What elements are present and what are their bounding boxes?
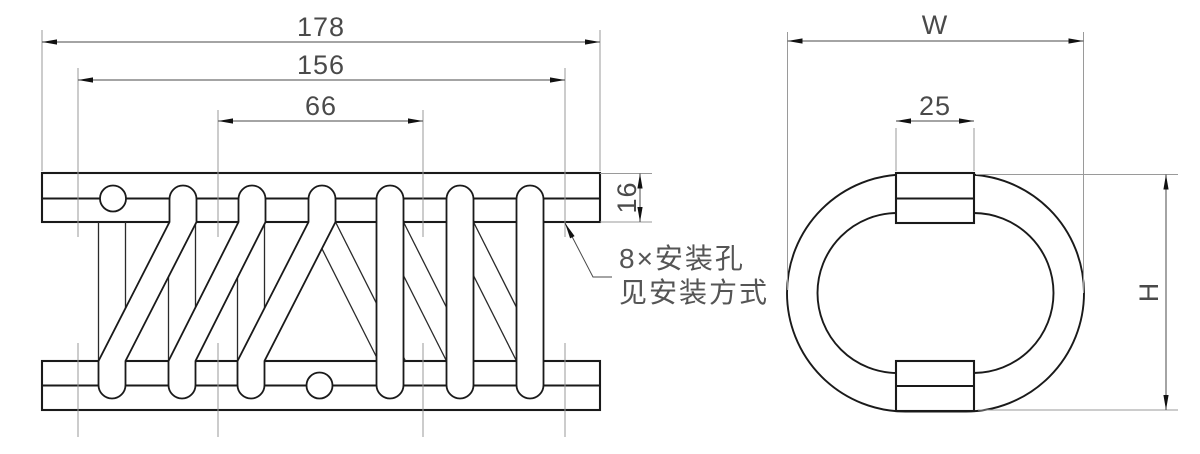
coil-strand-2 <box>167 184 267 400</box>
dim-178-label: 178 <box>297 12 345 42</box>
dimension-w: W <box>787 10 1084 293</box>
cable-ring-inner <box>816 212 1055 374</box>
dim-66-label: 66 <box>305 91 337 121</box>
dimension-66: 66 <box>218 91 423 124</box>
mounting-hole-bottom <box>305 371 334 400</box>
extension-lines-front <box>41 30 601 437</box>
dim-16-label: 16 <box>612 181 642 213</box>
dimension-156: 156 <box>78 50 565 83</box>
bottom-clamp-bar <box>894 359 976 413</box>
coil-strand-4 <box>375 184 405 400</box>
dim-25-label: 25 <box>919 91 951 121</box>
coil-strand-3 <box>236 184 337 400</box>
dim-156-label: 156 <box>297 50 345 80</box>
coil-strand-1 <box>97 184 198 400</box>
front-cable-strands <box>97 184 545 400</box>
leader-mounting-holes: 8×安装孔 见安装方式 <box>564 222 769 308</box>
leader-note-line1: 8×安装孔 <box>619 243 745 274</box>
top-clamp-bar <box>894 171 976 225</box>
dimension-25: 25 <box>895 91 975 171</box>
coil-strand-5 <box>445 184 475 400</box>
dimension-178: 178 <box>42 12 600 45</box>
front-view: 178 156 66 16 8×安装孔 <box>40 12 769 437</box>
side-view: W 25 H <box>786 10 1178 413</box>
coil-strand-6 <box>515 184 545 400</box>
dim-w-label: W <box>922 10 948 40</box>
dimension-h: H <box>976 174 1178 411</box>
dimension-16: 16 <box>600 173 652 223</box>
leader-note-line2: 见安装方式 <box>619 277 769 308</box>
dim-h-label: H <box>1134 282 1164 303</box>
mounting-hole-top <box>99 184 127 213</box>
